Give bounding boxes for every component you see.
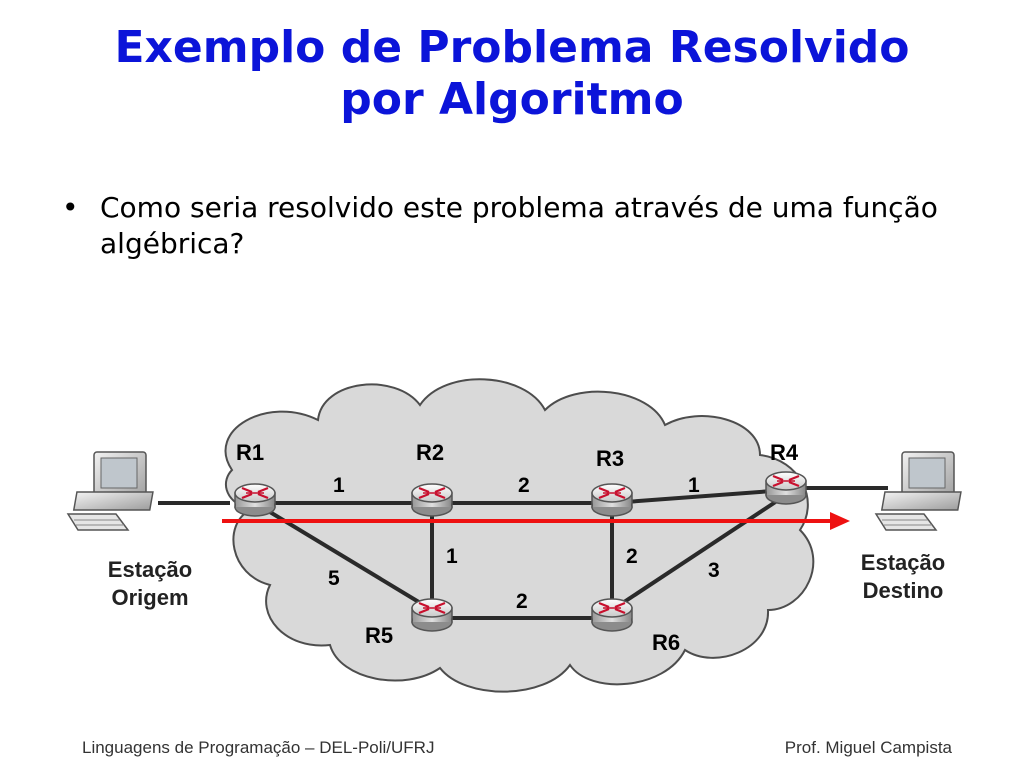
router-label-r4: R4: [770, 440, 799, 465]
source-station-label-line-1: Estação: [108, 557, 192, 582]
router-icon-r3: [591, 483, 633, 517]
router-icon-r6: [591, 598, 633, 632]
weight-r2-r3: 2: [518, 474, 530, 497]
weight-r3-r6: 2: [626, 545, 638, 568]
router-label-r3: R3: [596, 446, 624, 471]
destination-computer-icon: [874, 451, 962, 531]
weight-r6-r4: 3: [708, 559, 720, 582]
weight-r2-r5: 1: [446, 545, 458, 568]
link-r6-r4: [610, 493, 788, 612]
router-label-r6: R6: [652, 630, 680, 655]
router-label-r5: R5: [365, 623, 393, 648]
router-label-r1: R1: [236, 440, 264, 465]
router-icon-r1: [234, 483, 276, 517]
router-icon-r5: [411, 598, 453, 632]
footer-author: Prof. Miguel Campista: [784, 738, 952, 757]
router-icon-r4: [765, 471, 807, 505]
link-r3-r4: [611, 488, 787, 505]
footer-course: Linguagens de Programação – DEL-Poli/UFR…: [82, 738, 435, 757]
source-computer-icon: [66, 451, 154, 531]
bullet-text: Como seria resolvido este problema atrav…: [100, 191, 938, 260]
weight-r5-r6: 2: [516, 590, 528, 613]
router-icon-r2: [411, 483, 453, 517]
slide-title-line-1: Exemplo de Problema Resolvido: [114, 22, 910, 73]
source-station-label-line-2: Origem: [111, 585, 188, 610]
path-arrow: [222, 512, 850, 530]
router-label-r2: R2: [416, 440, 444, 465]
weight-r3-r4: 1: [688, 474, 700, 497]
path-arrow-head: [830, 512, 850, 530]
destination-station-label-line-1: Estação: [861, 550, 945, 575]
weight-r1-r5: 5: [328, 567, 340, 590]
weight-r1-r2: 1: [333, 474, 345, 497]
slide-title: Exemplo de Problema Resolvido por Algori…: [0, 22, 1024, 126]
network-cloud: [224, 378, 815, 693]
bullet-marker: •: [62, 191, 79, 224]
slide-title-line-2: por Algoritmo: [340, 74, 684, 125]
destination-station-label-line-2: Destino: [863, 578, 944, 603]
routers: [234, 471, 807, 632]
